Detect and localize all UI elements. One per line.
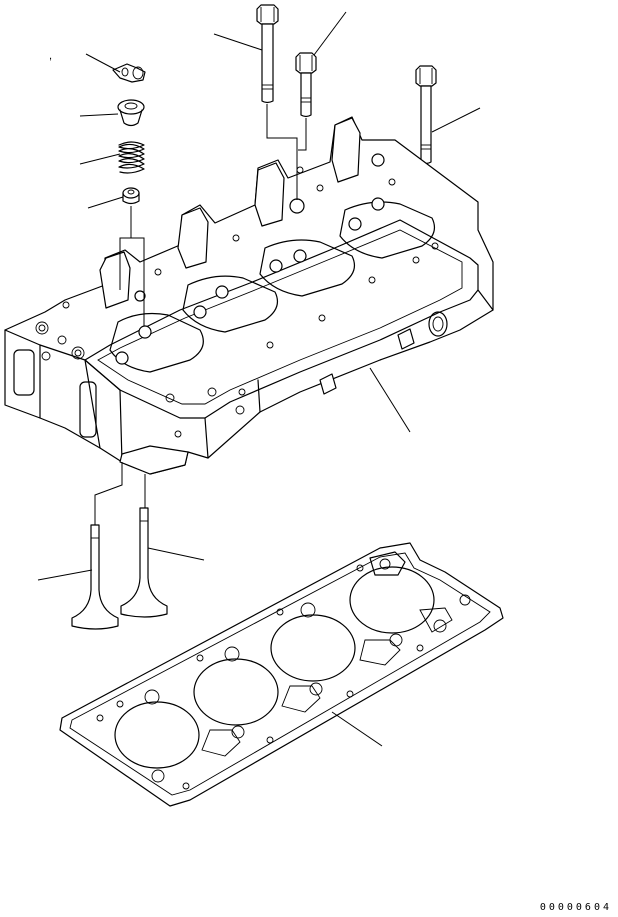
exhaust-valve [120, 507, 168, 618]
head-bolt-long [256, 4, 279, 104]
valve-spring [118, 141, 145, 174]
head-bolt-short [295, 52, 317, 118]
head-gasket [59, 542, 504, 807]
valve-stem-seal [112, 63, 146, 83]
document-code: 00000604 [539, 902, 612, 913]
head-bolt-right [415, 65, 437, 165]
cylinder-head [4, 116, 494, 475]
leader-lines [37, 11, 481, 747]
spring-retainer [117, 99, 145, 127]
spring-seat [122, 187, 140, 205]
assembly-guide-lines [94, 104, 307, 525]
intake-valve [71, 524, 119, 630]
stray-mark: , [49, 50, 53, 62]
